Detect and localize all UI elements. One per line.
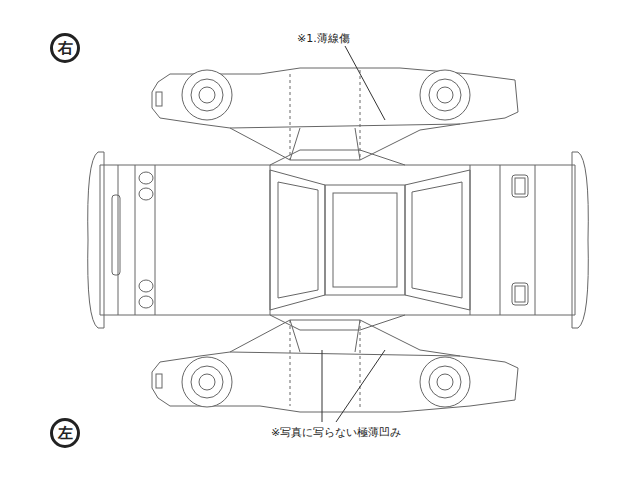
damage-note: ※1.薄線傷 [296,31,351,46]
top-view [88,150,589,330]
side-marker-circle: 左 [50,418,80,448]
side-marker-circle: 右 [50,33,80,63]
left-side-view [152,320,518,412]
side-marker-text: 左 [58,426,73,441]
side-marker-text: 右 [58,41,73,56]
damage-note: ※写真に写らない極薄凹み [270,425,402,440]
leader-lines [322,46,385,422]
right-side-view [152,68,518,160]
